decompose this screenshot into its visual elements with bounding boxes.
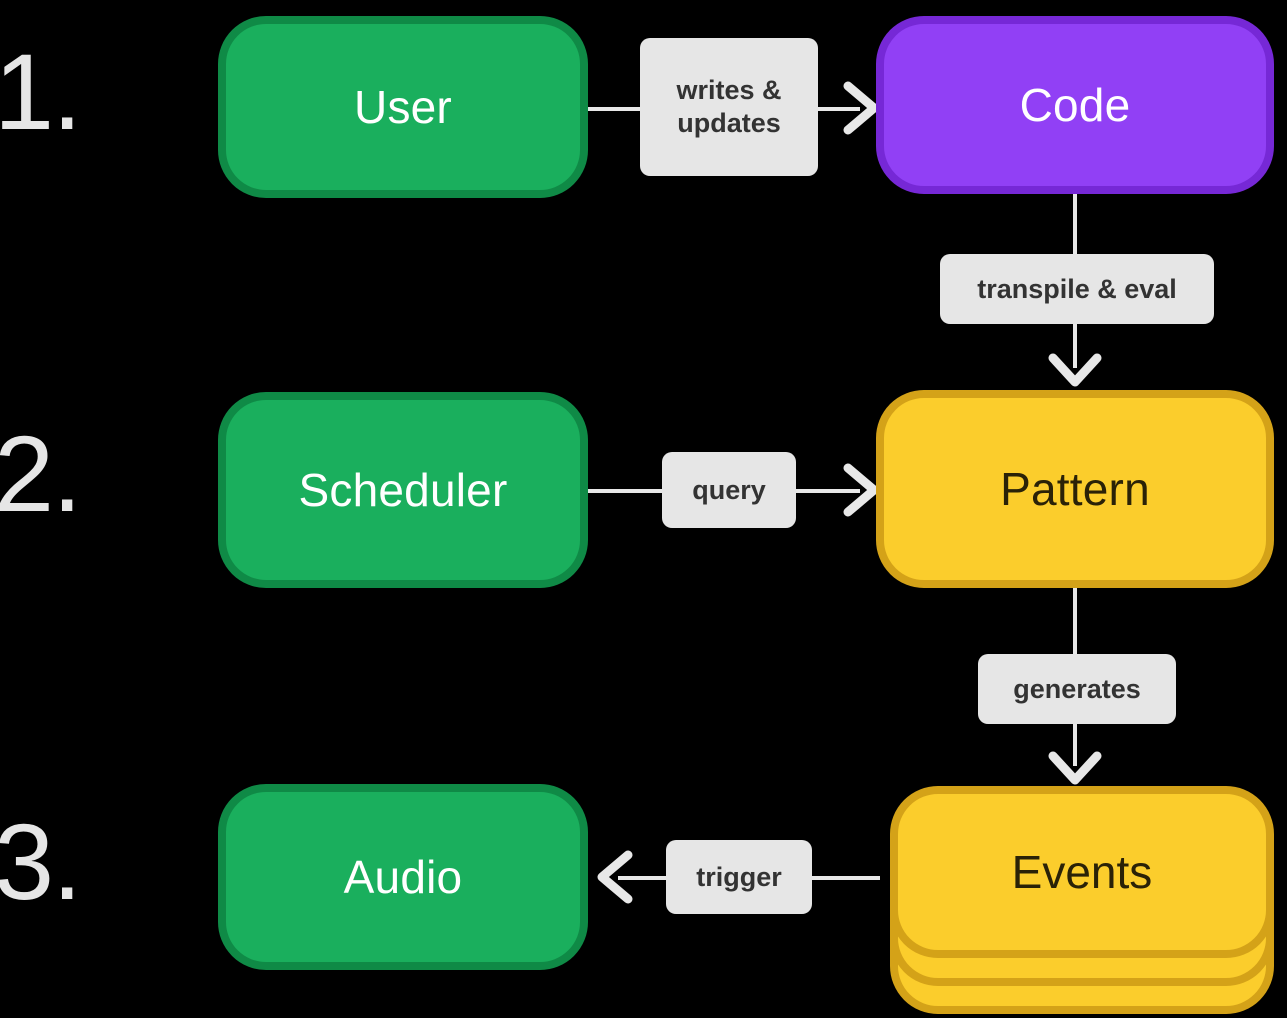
step-number-1: 1. — [0, 31, 82, 152]
edge-label-writes-updates: writes & updates — [640, 38, 818, 176]
edge-label-query: query — [662, 452, 796, 528]
arrow-head-pattern-events — [1048, 751, 1102, 785]
arrow-head-code-pattern — [1048, 353, 1102, 387]
node-pattern-label: Pattern — [1000, 463, 1150, 515]
edge-label-transpile-eval: transpile & eval — [940, 254, 1214, 324]
arrow-head-user-code — [843, 81, 879, 135]
step-number-2: 2. — [0, 413, 82, 534]
edge-code-pattern-line-top — [1073, 194, 1077, 256]
node-audio-label: Audio — [343, 851, 463, 903]
node-code-label: Code — [1019, 79, 1131, 131]
edge-scheduler-pattern-line-left — [588, 489, 662, 493]
edge-user-code-line-right — [818, 107, 860, 111]
node-scheduler-label: Scheduler — [298, 464, 508, 516]
node-events-label: Events — [1011, 846, 1153, 898]
edge-events-audio-line-left — [618, 876, 666, 880]
node-audio[interactable]: Audio — [218, 784, 588, 970]
edge-pattern-events-line-bottom — [1073, 722, 1077, 766]
edge-user-code-line-left — [588, 107, 674, 111]
edge-scheduler-pattern-line-right — [796, 489, 860, 493]
edge-label-trigger: trigger — [666, 840, 812, 914]
step-number-3: 3. — [0, 801, 82, 922]
node-code[interactable]: Code — [876, 16, 1274, 194]
node-events[interactable]: Events — [890, 786, 1274, 1016]
edge-events-audio-line-right — [812, 876, 880, 880]
arrow-head-events-audio — [597, 850, 633, 904]
node-user[interactable]: User — [218, 16, 588, 198]
node-user-label: User — [354, 81, 452, 133]
node-pattern[interactable]: Pattern — [876, 390, 1274, 588]
node-scheduler[interactable]: Scheduler — [218, 392, 588, 588]
arrow-head-scheduler-pattern — [843, 463, 879, 517]
edge-label-generates: generates — [978, 654, 1176, 724]
node-events-stack-layer-1: Events — [890, 786, 1274, 958]
edge-pattern-events-line-top — [1073, 588, 1077, 654]
edge-code-pattern-line-bottom — [1073, 322, 1077, 368]
